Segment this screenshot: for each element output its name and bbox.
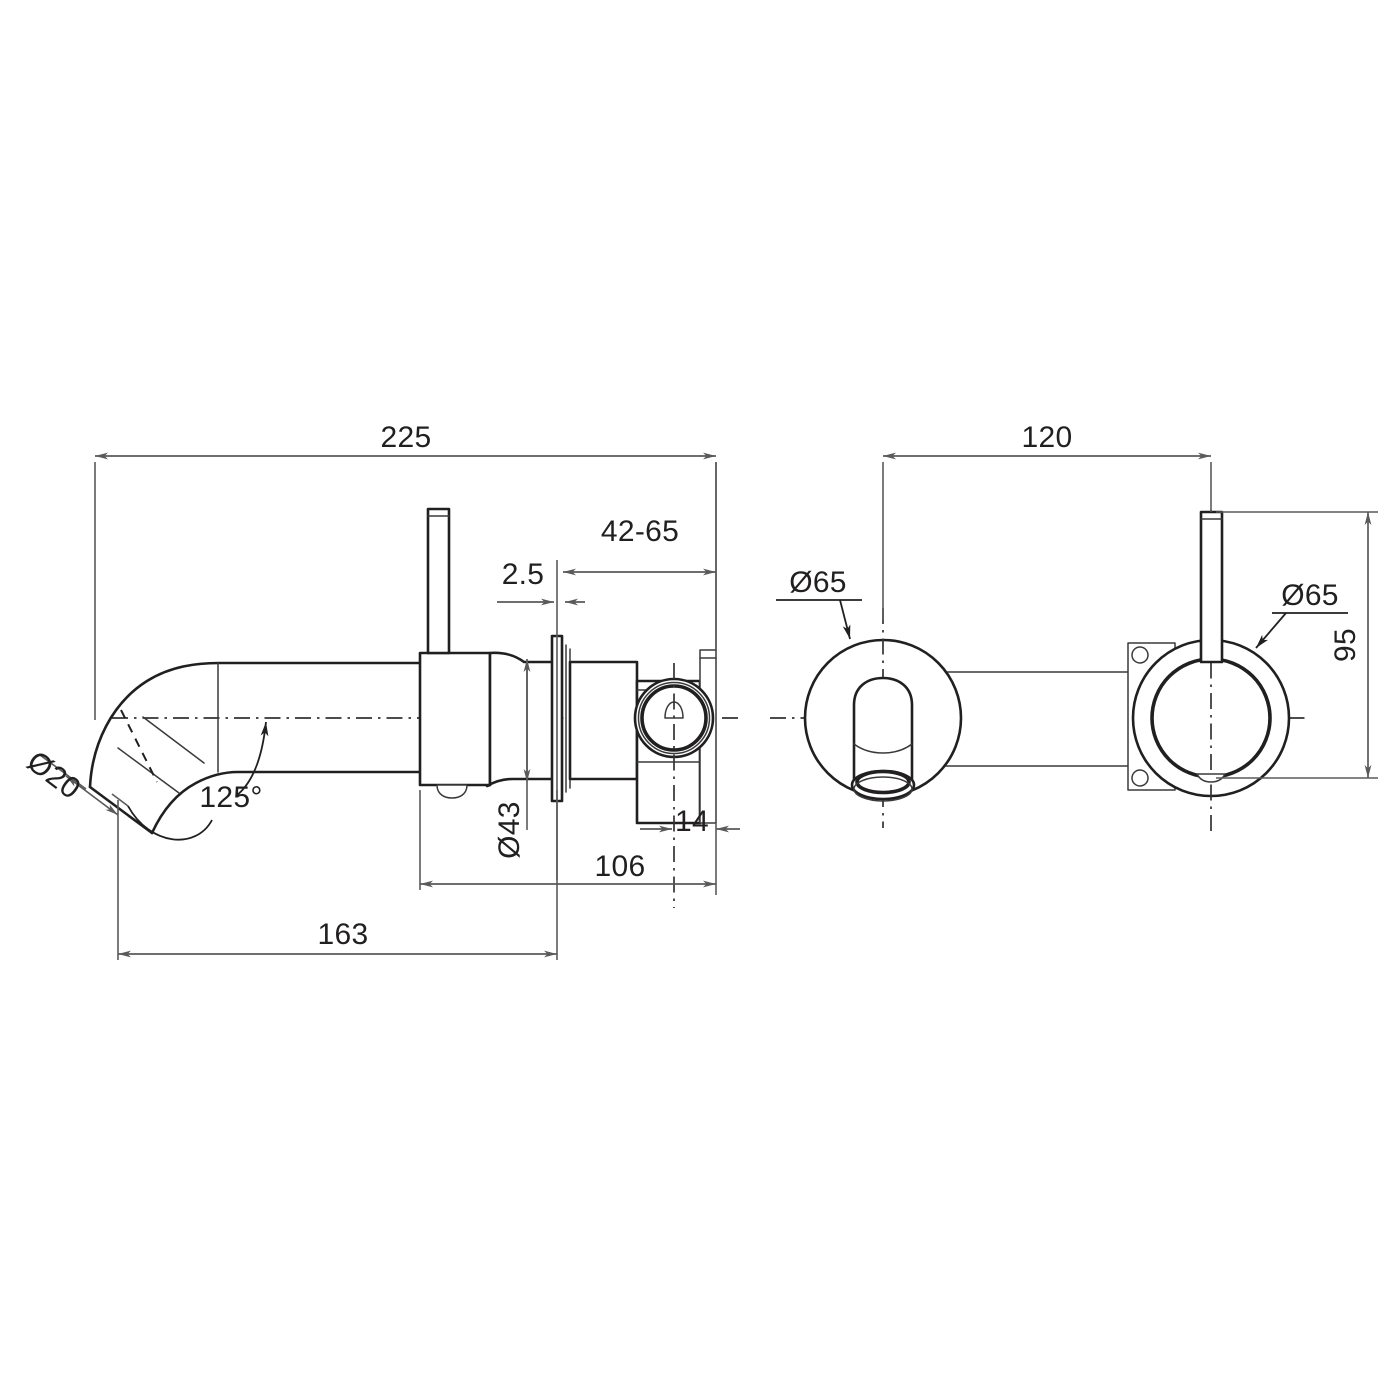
dim-d20-label: Ø20 [21, 745, 87, 806]
leader-d65-left-arrow [839, 599, 851, 640]
side-elevation-view: 225 42-65 2.5 Ø43 Ø20 125° 14 106 [21, 421, 740, 960]
spout-outlet-face [88, 785, 154, 835]
spout-bore-hidden-line [120, 709, 158, 783]
lever-handle [426, 507, 451, 655]
dim-d65-right-label: Ø65 [1281, 579, 1339, 612]
dim-120-label: 120 [1022, 421, 1073, 454]
bracket-screw-hole-top [1131, 646, 1149, 664]
bracket-screw-hole-bottom [1131, 769, 1149, 787]
wall-barrel [568, 660, 639, 781]
ext-line-d20-b [111, 793, 129, 807]
mixer-bottom-tab [1196, 773, 1226, 783]
leader-d65-right-arrow [1255, 612, 1287, 649]
dim-line-d20 [65, 775, 119, 816]
spout-outlet-seam-2 [142, 716, 205, 764]
dim-163-label: 163 [318, 918, 369, 951]
front-elevation-view: 120 95 Ø65 Ø65 [770, 421, 1378, 832]
mixer-body-block [418, 651, 492, 787]
body-underside-nub [436, 784, 468, 799]
dim-225-label: 225 [381, 421, 432, 454]
angle-leader-125 [235, 721, 269, 797]
dim-95-label: 95 [1329, 628, 1362, 662]
dim-d43-label: Ø43 [493, 801, 526, 859]
angle-arc-125 [127, 805, 213, 841]
spout-barrel-seam [853, 743, 913, 754]
spout-outer-profile [88, 661, 422, 789]
mixer-collar-taper [485, 651, 558, 788]
ext-line-d20-a [39, 754, 87, 790]
spout-inner-profile [150, 770, 422, 835]
aerator-inner-ring [855, 769, 911, 795]
front-lever-handle [1199, 510, 1224, 664]
spout-barrel-front [852, 676, 914, 790]
spout-outlet-seam-1 [117, 747, 180, 794]
aerator-face-ring [853, 776, 913, 802]
dim-14-label: 14 [675, 805, 709, 838]
dim-106-label: 106 [595, 850, 646, 883]
dim-125deg-label: 125° [199, 781, 262, 814]
valve-face-mid-ring [637, 681, 711, 755]
dim-2-5-label: 2.5 [502, 558, 545, 591]
dim-42-65-label: 42-65 [601, 515, 679, 548]
dim-d65-left-label: Ø65 [789, 566, 847, 599]
